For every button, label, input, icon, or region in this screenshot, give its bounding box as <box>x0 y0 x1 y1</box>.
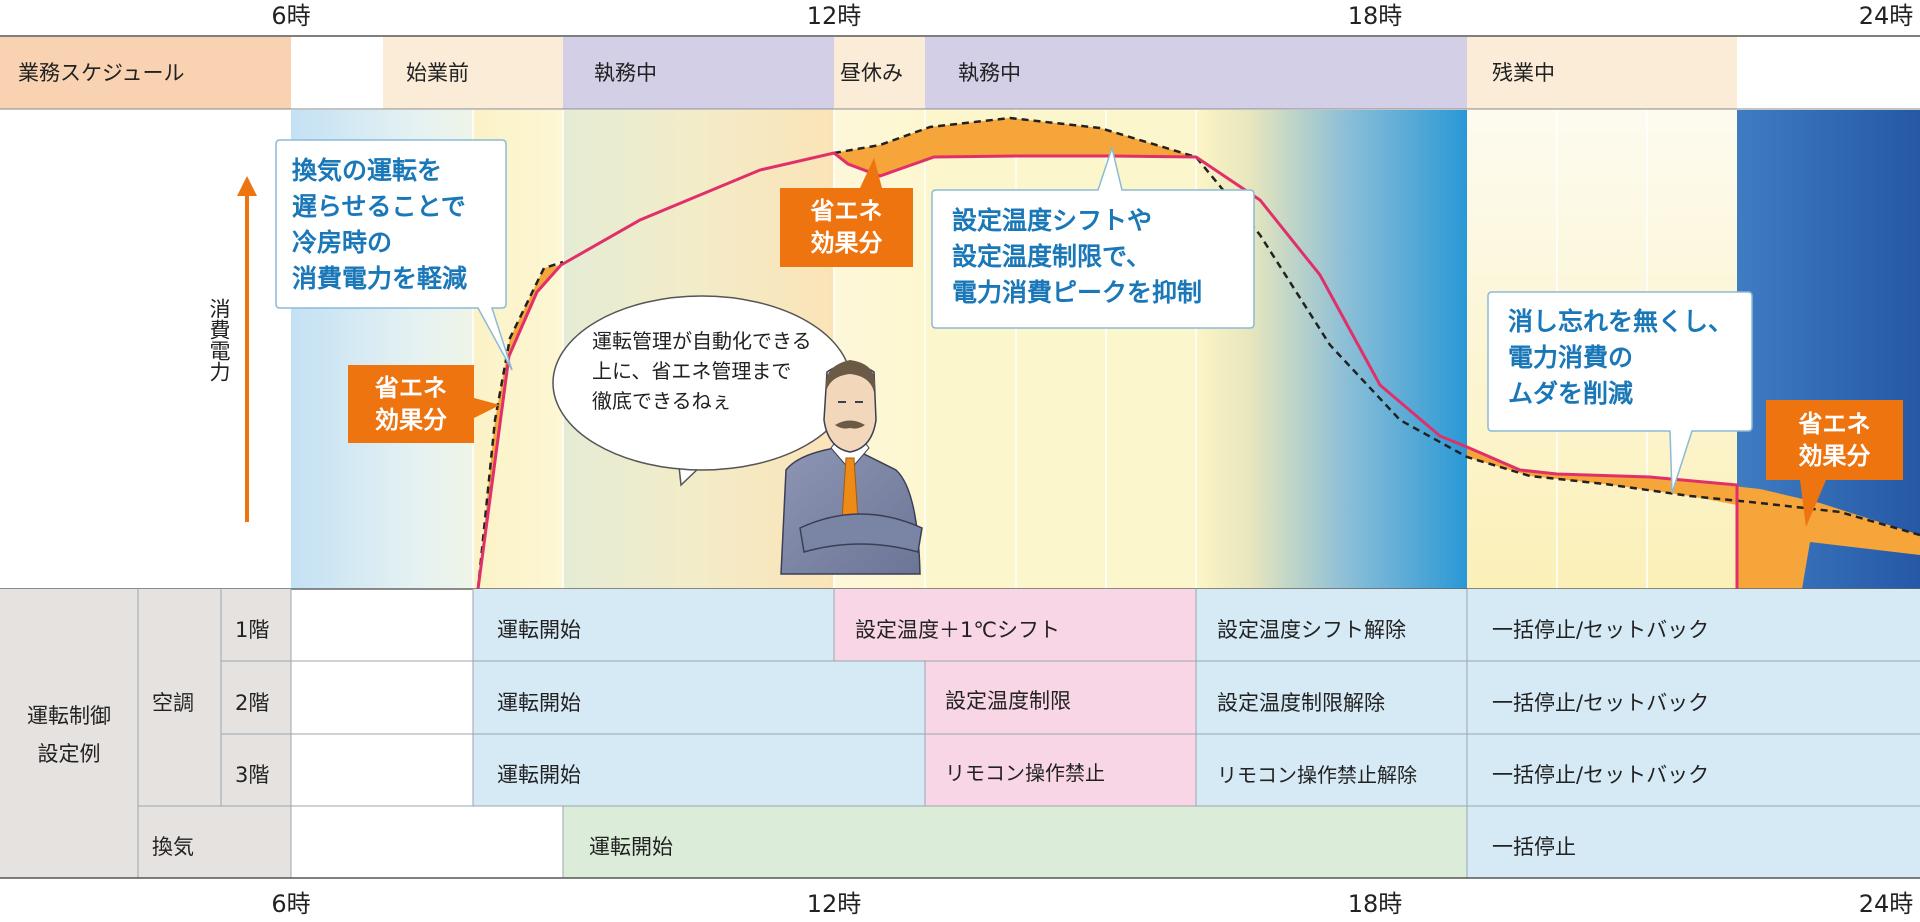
savings-badge-evening-label: 省エネ 効果分 <box>1798 410 1871 470</box>
aircon-label: 空調 <box>152 691 194 715</box>
row3-text-4: 一括停止/セットバック <box>1492 763 1709 787</box>
row2-cell-2 <box>925 661 1196 734</box>
time-label-top-6: 6時 <box>271 2 310 30</box>
floor-label-3: 3階 <box>235 763 269 787</box>
row3-cell-4 <box>1467 734 1920 806</box>
schedule-label-before-work: 始業前 <box>406 61 469 85</box>
floor-label-cell-2 <box>221 661 291 734</box>
row1-cell-3 <box>1196 589 1467 661</box>
time-label-bottom-24: 24時 <box>1859 890 1914 918</box>
schedule-segment-overtime <box>1467 37 1737 109</box>
row3-cell-2 <box>925 734 1196 806</box>
top-time-axis: 6時 12時 18時 24時 <box>271 2 1913 30</box>
vent-text-2: 一括停止 <box>1492 835 1576 859</box>
schedule-row: 業務スケジュール 始業前 執務中 昼休み 執務中 残業中 <box>0 37 1920 109</box>
callout-peak: 設定温度シフトや 設定温度制限で、 電力消費ピークを抑制 <box>952 206 1203 307</box>
schedule-title-cell <box>0 37 291 109</box>
callout-ventilation: 換気の運転を 遅らせることで 冷房時の 消費電力を軽減 <box>292 156 468 293</box>
schedule-segment-working-pm <box>925 37 1467 109</box>
control-group-label: 運転制御 設定例 <box>27 704 111 766</box>
row1-cell-4 <box>1467 589 1920 661</box>
row3-text-1: 運転開始 <box>497 763 581 787</box>
savings-badge-morning <box>348 365 474 443</box>
manager-comment: 運転管理が自動化できる 上に、省エネ管理まで 徹底できるねぇ <box>592 329 812 413</box>
row2-cell-4 <box>1467 661 1920 734</box>
row1-cell-2 <box>834 589 1196 661</box>
schedule-label-working-am: 執務中 <box>594 61 657 85</box>
savings-area-evening <box>1467 447 1920 589</box>
callout-ventilation-box <box>275 139 513 371</box>
time-label-top-18: 18時 <box>1348 2 1403 30</box>
power-axis-arrow-head-icon <box>237 176 257 196</box>
row3-text-3: リモコン操作禁止解除 <box>1217 763 1417 787</box>
callout-forgot-off-box <box>1487 291 1753 494</box>
badge-pointer-evening <box>1800 480 1826 527</box>
vent-text-1: 運転開始 <box>589 835 673 859</box>
row2-text-2: 設定温度制限 <box>945 689 1071 713</box>
row3-cell-3 <box>1196 734 1467 806</box>
badge-pointer-midday <box>860 158 882 188</box>
savings-badge-midday <box>780 188 913 267</box>
vent-label-cell <box>138 806 291 878</box>
callout-peak-box <box>931 145 1255 329</box>
vent-cell-1 <box>563 806 1467 878</box>
floor-label-cell-1 <box>221 589 291 661</box>
band-pm-late <box>1196 110 1467 589</box>
band-pm-early <box>925 110 1196 589</box>
schedule-segment-before-work <box>383 37 563 109</box>
schedule-blank-cell-end <box>1737 37 1920 109</box>
row1-cell-1 <box>473 589 834 661</box>
schedule-label-overtime: 残業中 <box>1492 61 1555 85</box>
schedule-blank-cell <box>291 37 383 109</box>
vent-label: 換気 <box>152 835 194 859</box>
schedule-label-working-pm: 執務中 <box>958 61 1021 85</box>
time-label-bottom-6: 6時 <box>271 890 310 918</box>
savings-area-midday <box>834 118 1196 176</box>
schedule-segment-lunch <box>834 37 925 109</box>
bottom-time-axis: 6時 12時 18時 24時 <box>271 890 1913 918</box>
badge-pointer-morning <box>474 398 500 418</box>
row3-text-2: リモコン操作禁止 <box>945 761 1105 785</box>
time-label-top-24: 24時 <box>1859 2 1914 30</box>
row1-text-1: 運転開始 <box>497 618 581 642</box>
baseline-power-line <box>476 116 1920 590</box>
row2-cell-3 <box>1196 661 1467 734</box>
time-label-bottom-18: 18時 <box>1348 890 1403 918</box>
group-label-cell <box>0 589 138 878</box>
row2-text-4: 一括停止/セットバック <box>1492 691 1709 715</box>
time-label-bottom-12: 12時 <box>807 890 862 918</box>
savings-badge-morning-label: 省エネ 効果分 <box>375 374 447 434</box>
power-axis-label: 消費電力 <box>207 298 231 382</box>
row1-text-3: 設定温度シフト解除 <box>1217 618 1406 642</box>
manager-illustration <box>780 360 923 575</box>
control-table: 空調 1階 2階 3階 換気 運転開始 設定温度＋1℃シフト 設定温度シフト解除… <box>0 588 1920 879</box>
time-label-top-12: 12時 <box>807 2 862 30</box>
floor-label-2: 2階 <box>235 691 269 715</box>
savings-badge-evening <box>1766 400 1903 480</box>
schedule-segment-working-am <box>563 37 834 109</box>
savings-badge-midday-label: 省エネ 効果分 <box>810 197 883 257</box>
row2-text-1: 運転開始 <box>497 691 581 715</box>
row3-cell-1 <box>473 734 925 806</box>
badges <box>348 158 1903 527</box>
row1-text-4: 一括停止/セットバック <box>1492 618 1709 642</box>
floor-label-1: 1階 <box>235 618 269 642</box>
row2-text-3: 設定温度制限解除 <box>1217 691 1385 715</box>
vent-cell-2 <box>1467 806 1920 878</box>
power-axis <box>237 176 257 522</box>
floor-label-cell-3 <box>221 734 291 806</box>
callout-forgot-off: 消し忘れを無くし、 電力消費の ムダを削減 <box>1508 307 1734 408</box>
row2-cell-1 <box>473 661 925 734</box>
table-dotted-lines <box>291 660 473 735</box>
schedule-title: 業務スケジュール <box>18 61 185 85</box>
row1-text-2: 設定温度＋1℃シフト <box>855 618 1060 642</box>
aircon-label-cell <box>138 589 221 806</box>
schedule-label-lunch: 昼休み <box>840 61 903 85</box>
